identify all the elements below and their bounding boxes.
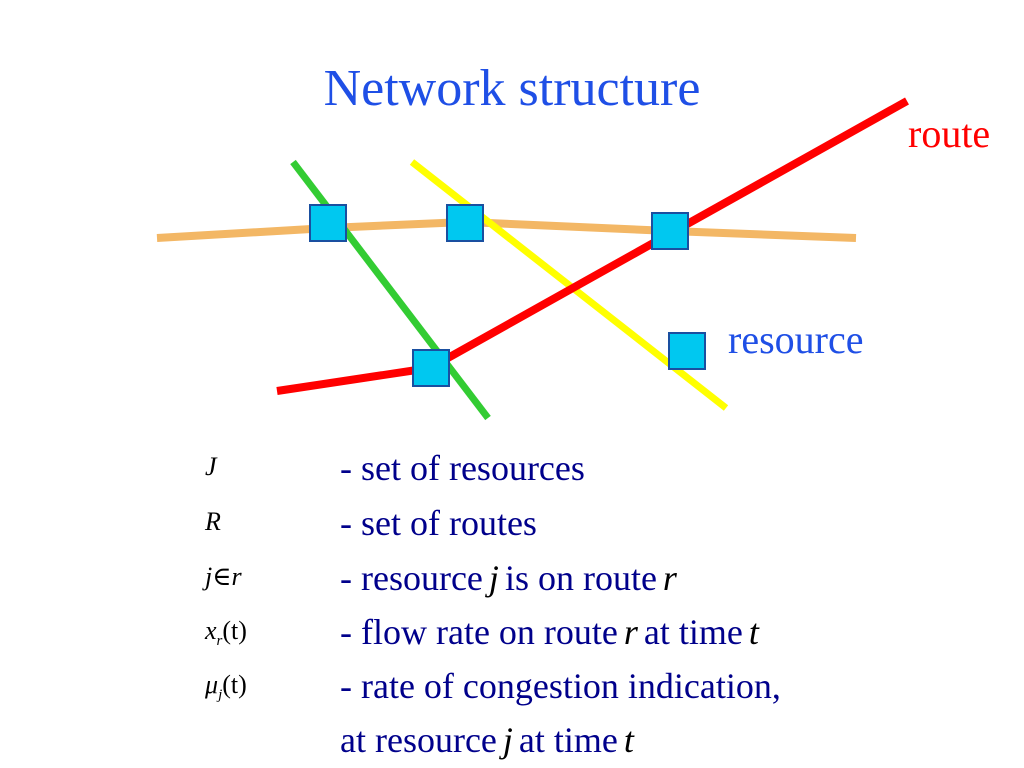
route-label: route: [908, 111, 991, 156]
legend-variable: j: [488, 558, 499, 598]
symbol-main: x: [205, 616, 217, 645]
legend-desc-congestion: - rate of congestion indication,: [340, 666, 781, 706]
resource-box: [668, 332, 706, 370]
yellow-link-line: [409, 159, 729, 411]
legend-text: at resource: [340, 720, 497, 760]
legend-text: - resource: [340, 558, 483, 598]
legend-variable: j: [502, 720, 513, 760]
symbol-main: μ: [205, 670, 219, 699]
legend-symbol-J: J: [205, 452, 217, 481]
legend-symbol-j-in-r: j∈r: [205, 562, 242, 591]
symbol-tail: (t): [222, 670, 247, 699]
resource-box: [446, 204, 484, 242]
symbol-subscript: j: [218, 687, 223, 704]
legend-symbol-R: R: [205, 507, 221, 536]
legend-text: is on route: [504, 558, 657, 598]
legend-desc-routes: - set of routes: [340, 503, 537, 543]
legend-text: - flow rate on route: [340, 612, 618, 652]
resource-box: [309, 204, 347, 242]
legend-variable: t: [748, 612, 759, 652]
legend-desc-resources: - set of resources: [340, 448, 585, 488]
symbol-subscript: r: [216, 633, 223, 650]
slide-title: Network structure: [323, 60, 701, 117]
symbol-tail: (t): [222, 616, 247, 645]
legend-symbol-mu-j-t: μj(t): [205, 670, 247, 704]
legend-text: at time: [643, 612, 743, 652]
legend-text: at time: [518, 720, 618, 760]
legend-variable: r: [623, 612, 638, 652]
legend-variable: t: [623, 720, 634, 760]
resource-box: [651, 212, 689, 250]
resource-box: [412, 349, 450, 387]
legend-symbol-x-r-t: xr(t): [205, 616, 247, 650]
legend-variable: r: [662, 558, 677, 598]
resource-label: resource: [728, 317, 864, 362]
